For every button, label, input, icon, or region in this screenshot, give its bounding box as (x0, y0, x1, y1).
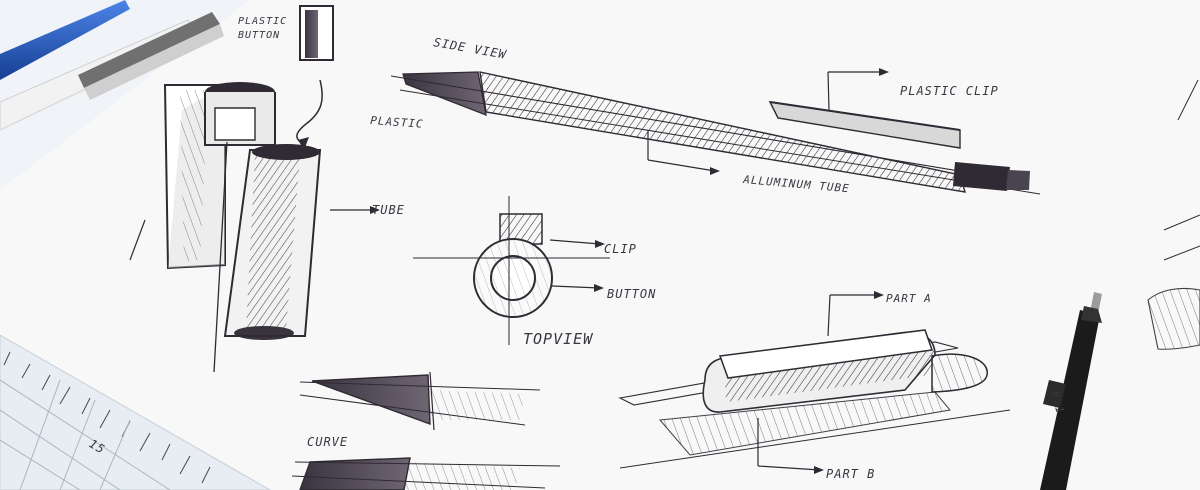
tube-sketch (213, 141, 380, 373)
plastic-clip-label: PLASTIC CLIP (900, 84, 999, 98)
plastic-button-sketch (296, 5, 334, 150)
button-label: BUTTON (607, 287, 656, 301)
right-edge-sketch (1147, 79, 1200, 350)
plastic-label: PLASTIC (370, 114, 424, 131)
part-a-label: PART A (886, 292, 932, 305)
black-marker: 0.1 (1040, 292, 1102, 490)
sketch-button-tube-left (129, 82, 276, 270)
plastic-button-label-line2: BUTTON (238, 30, 280, 41)
ruler: 15 (0, 334, 272, 490)
part-a-b-sketch (618, 291, 1011, 474)
marker-number: 0.1 (1049, 390, 1066, 415)
top-view-label: TOPVIEW (523, 330, 594, 348)
clip-label: CLIP (604, 242, 637, 256)
blue-pen (0, 0, 224, 131)
plastic-button-label-line1: PLASTIC (238, 16, 287, 27)
curve-sketch-lower (291, 457, 561, 490)
curve-sketch-upper (299, 371, 541, 431)
tube-label: TUBE (372, 203, 405, 217)
part-b-label: PART B (826, 467, 875, 481)
curve-label: CURVE (307, 435, 348, 449)
top-view-sketch (413, 196, 610, 345)
side-view-sketch (390, 68, 1041, 195)
